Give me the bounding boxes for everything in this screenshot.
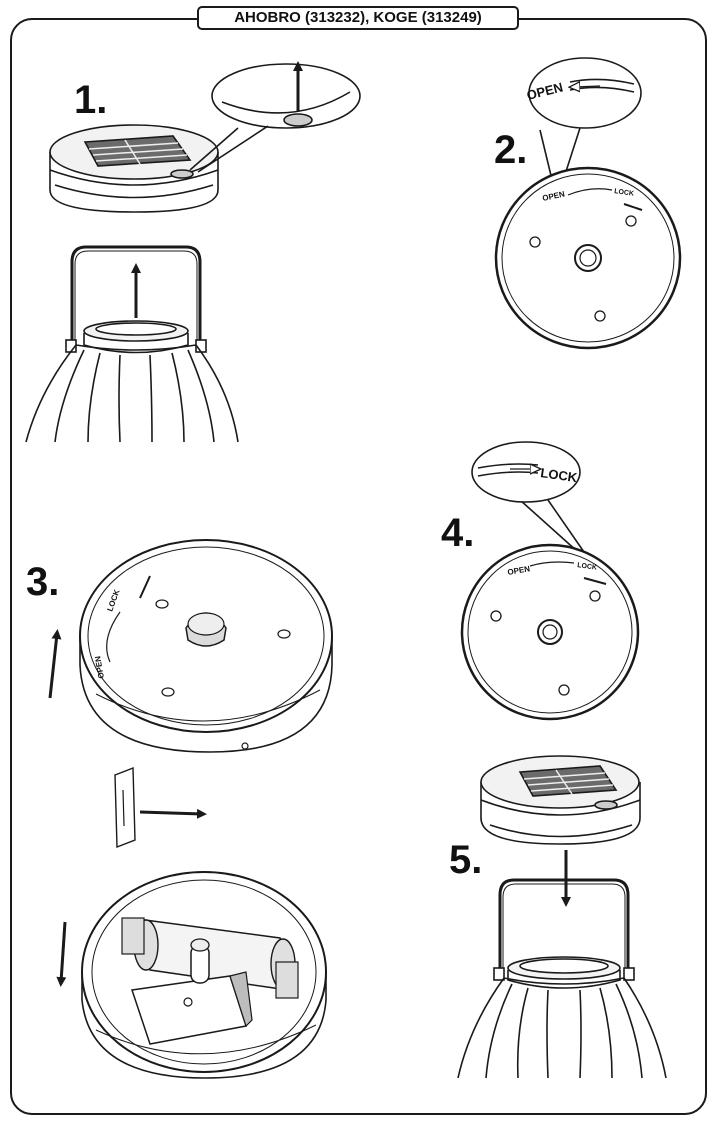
step-5-solar-cap [480, 755, 641, 845]
cap3-open-label: OPEN [93, 655, 106, 679]
cap-lock-label: LOCK [614, 188, 635, 198]
solar-panel-icon [83, 135, 192, 167]
step-2-zoom-bubble: OPEN [525, 57, 642, 191]
step-4-zoom-bubble: LOCK [471, 441, 585, 553]
step-3-pull-tab [114, 766, 207, 849]
step-1-lantern-frame [25, 245, 239, 443]
cap4-open-label: OPEN [507, 564, 531, 577]
step-2-number: 2. [494, 128, 528, 172]
step-4-number: 4. [441, 511, 475, 555]
step-3-battery-housing [56, 871, 327, 1079]
step-1-solar-cap [49, 124, 219, 213]
page-title: AHOBRO (313232), KOGE (313249) [197, 6, 519, 30]
step-4-cap-bottom: OPEN LOCK [460, 543, 640, 721]
cap4-lock-label: LOCK [577, 562, 598, 572]
step-1-number: 1. [74, 78, 108, 122]
step-1-zoom-bubble [189, 61, 361, 173]
bubble-lock-label: LOCK [540, 465, 579, 485]
step-5-number: 5. [449, 838, 483, 882]
step-3-number: 3. [26, 560, 60, 604]
solar-panel-icon-2 [518, 765, 618, 797]
step-3-cap-open: LOCK OPEN [48, 539, 333, 753]
step-2-cap-bottom: OPEN LOCK [494, 166, 682, 350]
step-5-lantern-frame [457, 850, 667, 1079]
